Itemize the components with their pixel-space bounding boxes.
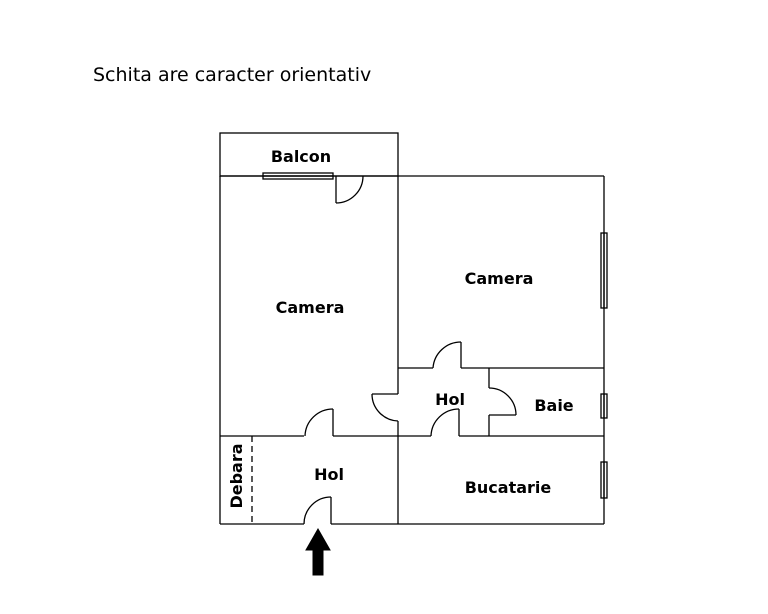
- door-entrance-swing: [303, 496, 332, 525]
- door-camera-left-bottom-swing: [304, 408, 334, 437]
- room-label-camera-left: Camera: [276, 298, 345, 317]
- arrow-up-icon: [305, 527, 331, 576]
- door-bucatarie-swing: [430, 408, 460, 437]
- room-label-bucatarie: Bucatarie: [465, 478, 552, 497]
- door-camera-left-swing: [371, 393, 399, 422]
- door-balcony-swing: [335, 175, 364, 204]
- room-label-camera-right: Camera: [465, 269, 534, 288]
- room-label-hol-entry: Hol: [314, 465, 344, 484]
- room-label-baie: Baie: [534, 396, 573, 415]
- windows: [262, 172, 608, 499]
- door-baie-swing: [488, 387, 517, 416]
- room-label-debara: Debara: [227, 443, 246, 508]
- door-camera-right-swing: [432, 341, 462, 369]
- room-label-balcon: Balcon: [271, 147, 331, 166]
- room-label-hol-center: Hol: [435, 390, 465, 409]
- doors: [303, 175, 517, 525]
- page-title: Schita are caracter orientativ: [93, 64, 372, 86]
- walls: [219, 132, 605, 525]
